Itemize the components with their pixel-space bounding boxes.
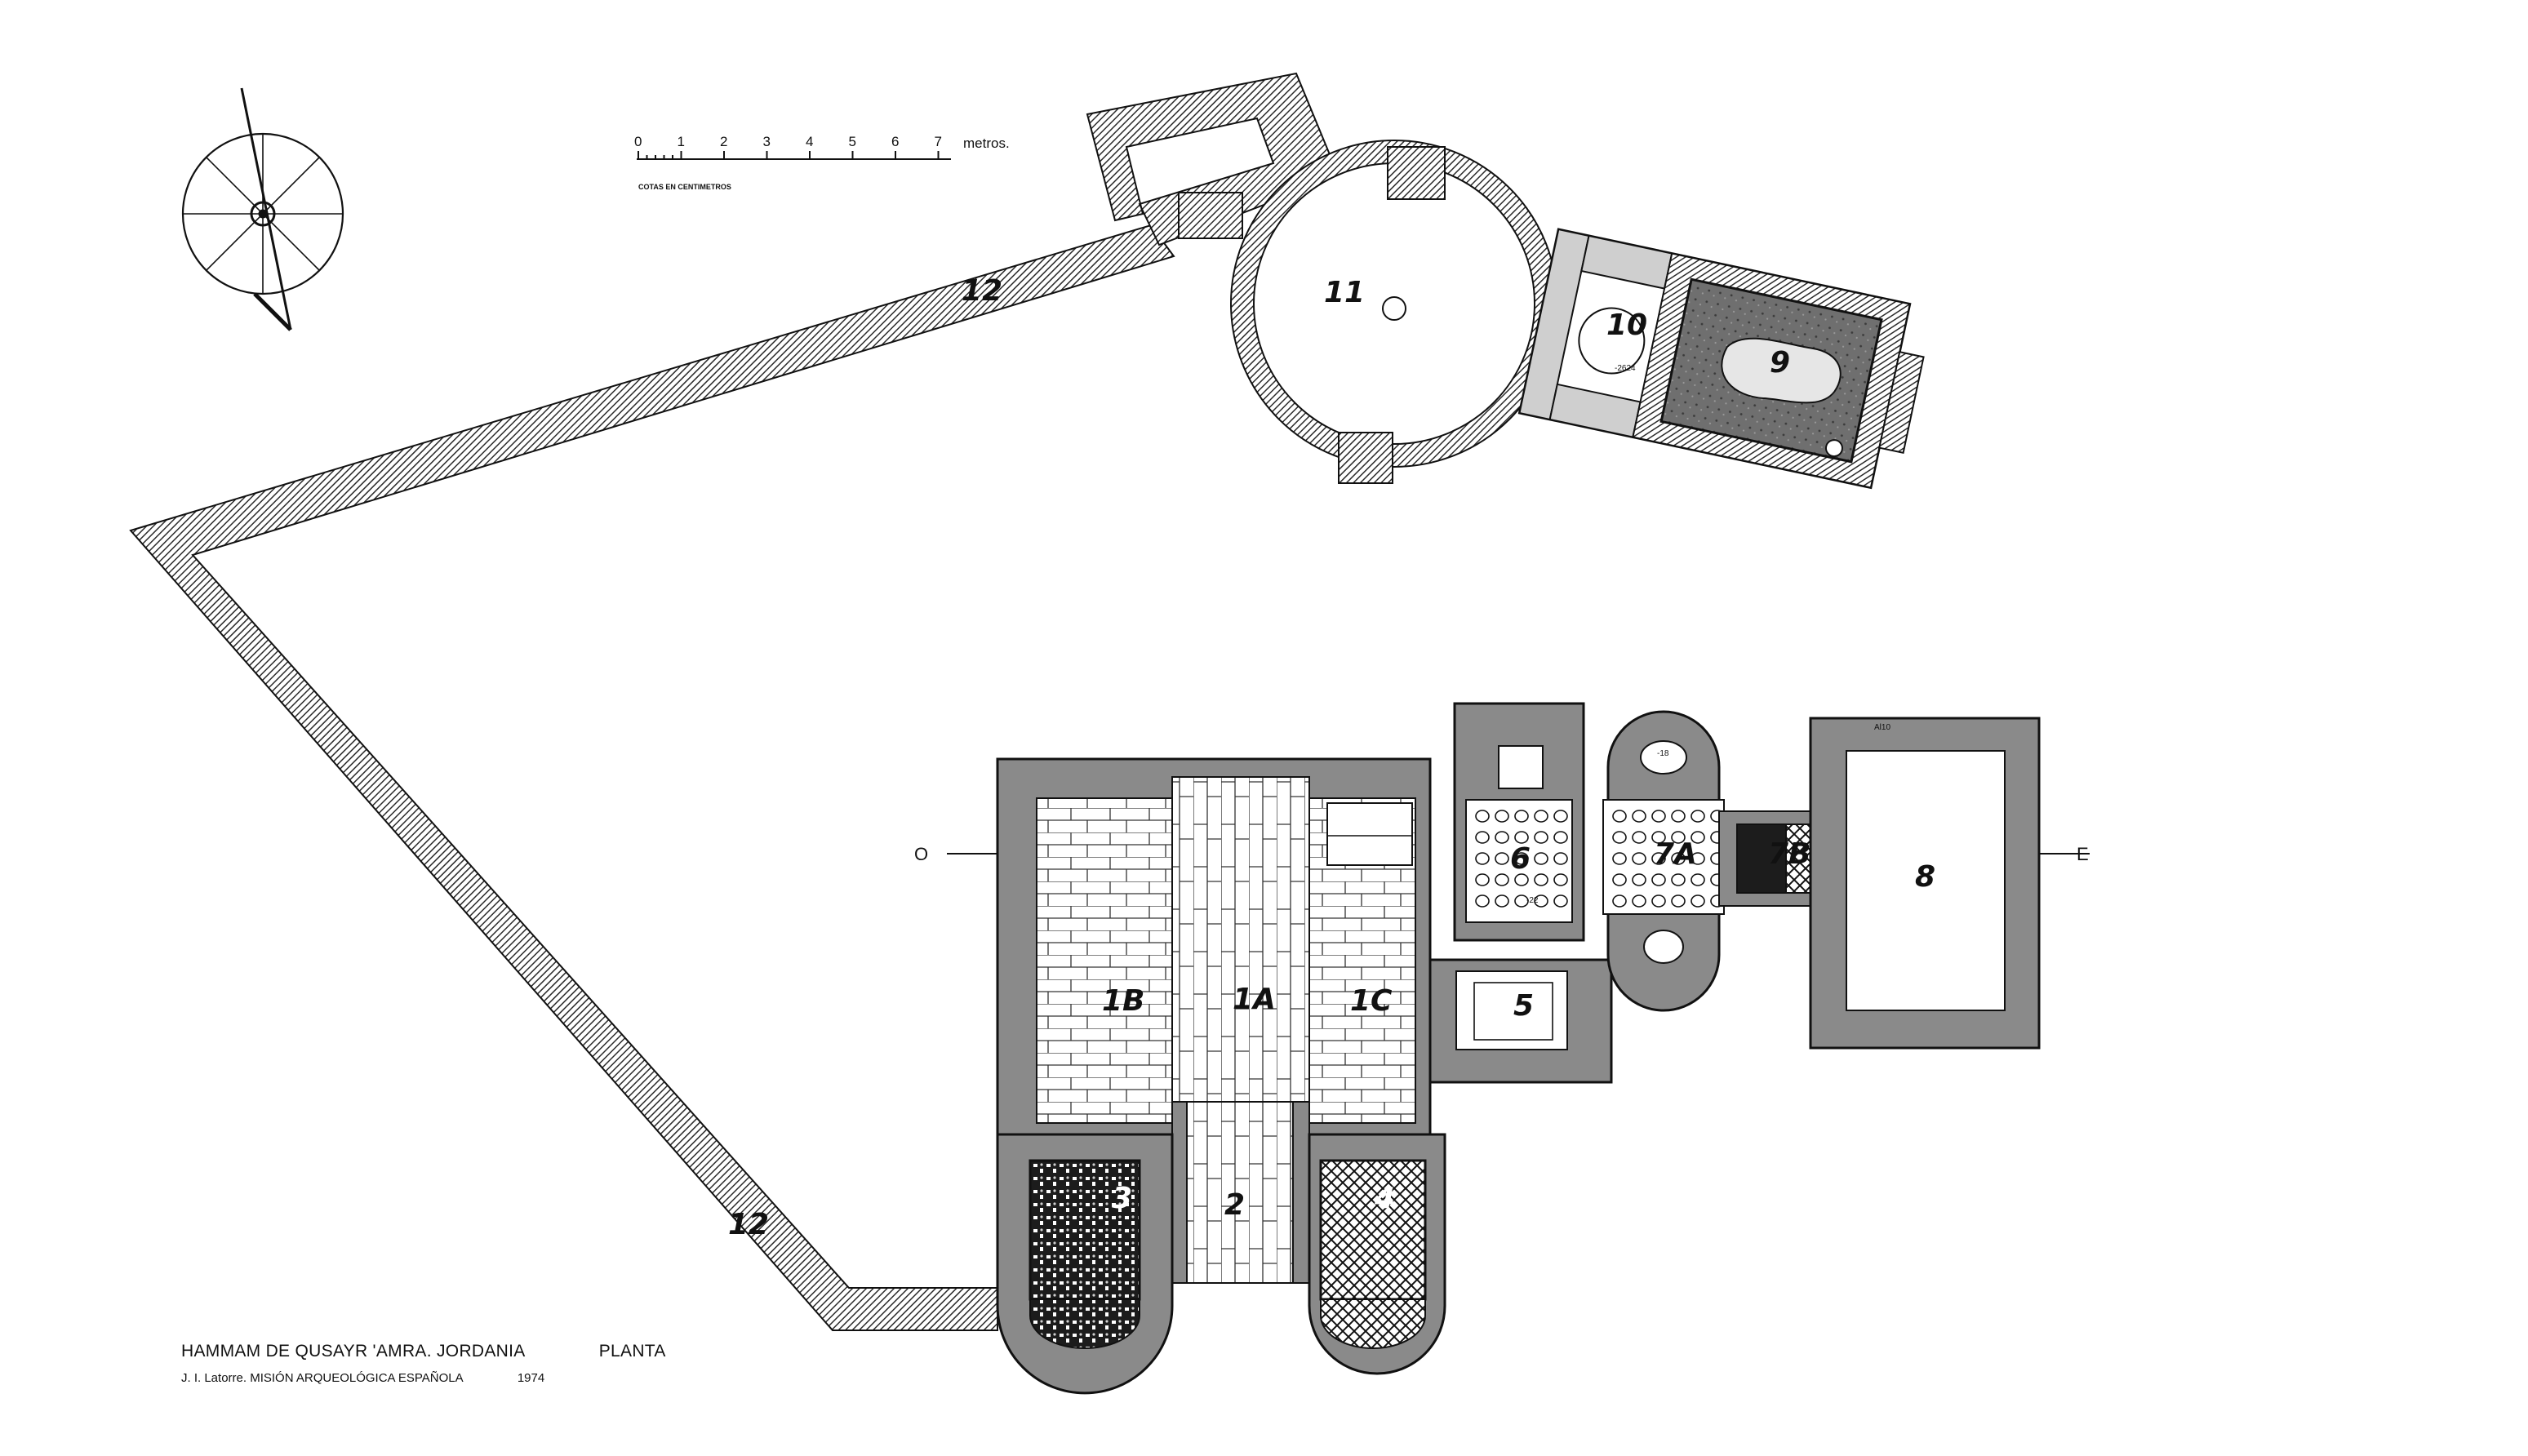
hypocaust-pillar bbox=[1691, 894, 1705, 908]
hypocaust-pillar bbox=[1632, 831, 1646, 844]
hypocaust-pillar bbox=[1612, 894, 1627, 908]
scale-tick-label: 2 bbox=[720, 134, 727, 149]
hypocaust-pillar bbox=[1514, 873, 1529, 886]
hypocaust-pillar bbox=[1553, 852, 1568, 865]
hypocaust-pillar bbox=[1632, 852, 1646, 865]
level-annotations: -2624 -22 -18 Al10 bbox=[1526, 364, 1890, 905]
hypocaust-pillar bbox=[1475, 852, 1490, 865]
level-room-6: -22 bbox=[1526, 896, 1539, 905]
scale-tick-label: 7 bbox=[935, 134, 942, 149]
hypocaust-pillar bbox=[1612, 852, 1627, 865]
level-room-7a: -18 bbox=[1657, 749, 1669, 758]
hypocaust-pillar bbox=[1475, 873, 1490, 886]
hypocaust-pillar bbox=[1495, 810, 1509, 823]
hypocaust-pillar bbox=[1671, 873, 1686, 886]
scale-unit: metros. bbox=[963, 135, 1010, 151]
hypocaust-pillar bbox=[1514, 894, 1529, 908]
scale-tick-label: 5 bbox=[849, 134, 856, 149]
axis-east-label: E bbox=[2077, 844, 2089, 864]
axis-west-label: O bbox=[914, 844, 928, 864]
room-label-5: 5 bbox=[1513, 989, 1534, 1023]
hypocaust-pillar bbox=[1534, 852, 1548, 865]
hypocaust-pillar bbox=[1534, 894, 1548, 908]
hypocaust-pillar bbox=[1495, 894, 1509, 908]
hypocaust-pillar bbox=[1651, 831, 1666, 844]
hypocaust-pillar bbox=[1514, 852, 1529, 865]
compass bbox=[181, 87, 344, 331]
scale-bar: 0 1 2 3 4 5 6 7 metros. COTAS EN CENTIMETROS bbox=[634, 134, 1010, 191]
room-labels: 1B 1A 1C 2 3 4 5 6 7A 7B 8 9 10 11 12 12 bbox=[728, 274, 1935, 1241]
scale-tick-label: 4 bbox=[806, 134, 813, 149]
hypocaust-pillar bbox=[1691, 831, 1705, 844]
title-block: HAMMAM DE QUSAYR 'AMRA. JORDANIA PLANTA … bbox=[181, 1342, 666, 1385]
hypocaust-pillar bbox=[1632, 810, 1646, 823]
hypocaust-pillar bbox=[1651, 852, 1666, 865]
hypocaust-pillar bbox=[1671, 810, 1686, 823]
hypocaust-pillar bbox=[1632, 873, 1646, 886]
hypocaust-pillar bbox=[1691, 852, 1705, 865]
hypocaust-pillar bbox=[1671, 852, 1686, 865]
axis-line: O E bbox=[914, 844, 2090, 864]
plan-title: HAMMAM DE QUSAYR 'AMRA. JORDANIA bbox=[181, 1342, 526, 1361]
hypocaust-pillar bbox=[1651, 894, 1666, 908]
scale-tick-label: 6 bbox=[891, 134, 899, 149]
hypocaust-pillar bbox=[1553, 831, 1568, 844]
hypocaust-pillar bbox=[1495, 831, 1509, 844]
hypocaust-pillar bbox=[1475, 810, 1490, 823]
scale-tick-label: 0 bbox=[634, 134, 642, 149]
hypocaust-pillar bbox=[1632, 894, 1646, 908]
level-room-10: -2624 bbox=[1615, 364, 1636, 373]
hypocaust-pillar bbox=[1671, 831, 1686, 844]
hypocaust-pillar bbox=[1495, 873, 1509, 886]
main-building bbox=[996, 702, 2041, 1395]
room-label-8: 8 bbox=[1915, 860, 1935, 894]
room-label-9: 9 bbox=[1770, 346, 1790, 380]
room-label-1b: 1B bbox=[1102, 984, 1145, 1018]
hypocaust-pillar bbox=[1534, 810, 1548, 823]
room-label-1c: 1C bbox=[1350, 984, 1393, 1018]
plan-view-label: PLANTA bbox=[598, 1342, 666, 1361]
scale-tick-label: 3 bbox=[763, 134, 771, 149]
hypocaust-pillar bbox=[1612, 873, 1627, 886]
hypocaust-pillar bbox=[1612, 831, 1627, 844]
enclosure-wall bbox=[129, 72, 1340, 1331]
hypocaust-pillar bbox=[1534, 831, 1548, 844]
hypocaust-pillar bbox=[1514, 810, 1529, 823]
hypocaust-pillar bbox=[1553, 894, 1568, 908]
hypocaust-pillar bbox=[1514, 831, 1529, 844]
room-label-4: 4 bbox=[1374, 1182, 1395, 1215]
hypocaust-pillar bbox=[1475, 894, 1490, 908]
room-label-7a: 7A bbox=[1654, 837, 1697, 871]
room-label-7b: 7B bbox=[1768, 837, 1811, 871]
hypocaust-pillar bbox=[1651, 873, 1666, 886]
hypocaust-pillar bbox=[1691, 810, 1705, 823]
plan-year: 1974 bbox=[517, 1371, 545, 1385]
well-room bbox=[1178, 140, 1558, 484]
room-label-1a: 1A bbox=[1233, 983, 1276, 1016]
cistern-block bbox=[1517, 228, 1925, 490]
hypocaust-pillar bbox=[1671, 894, 1686, 908]
hypocaust-pillar bbox=[1612, 810, 1627, 823]
hypocaust-pillar bbox=[1651, 810, 1666, 823]
hypocaust-pillar bbox=[1691, 873, 1705, 886]
scale-note: COTAS EN CENTIMETROS bbox=[638, 183, 731, 191]
room-label-12-north: 12 bbox=[962, 274, 1002, 308]
hypocaust-pillar bbox=[1553, 810, 1568, 823]
room-label-6: 6 bbox=[1510, 842, 1531, 876]
hypocaust-pillar bbox=[1553, 873, 1568, 886]
room-label-10: 10 bbox=[1606, 309, 1647, 342]
room-label-12-south: 12 bbox=[728, 1208, 769, 1241]
hypocaust-pillar bbox=[1534, 873, 1548, 886]
plan-author: J. I. Latorre. MISIÓN ARQUEOLÓGICA ESPAÑ… bbox=[181, 1371, 464, 1385]
hypocaust-pillar bbox=[1495, 852, 1509, 865]
scale-tick-label: 1 bbox=[678, 134, 685, 149]
level-corner-8: Al10 bbox=[1874, 723, 1890, 732]
room-label-11: 11 bbox=[1324, 276, 1365, 309]
room-label-3: 3 bbox=[1112, 1182, 1132, 1215]
room-label-2: 2 bbox=[1224, 1188, 1245, 1222]
hypocaust-pillar bbox=[1475, 831, 1490, 844]
